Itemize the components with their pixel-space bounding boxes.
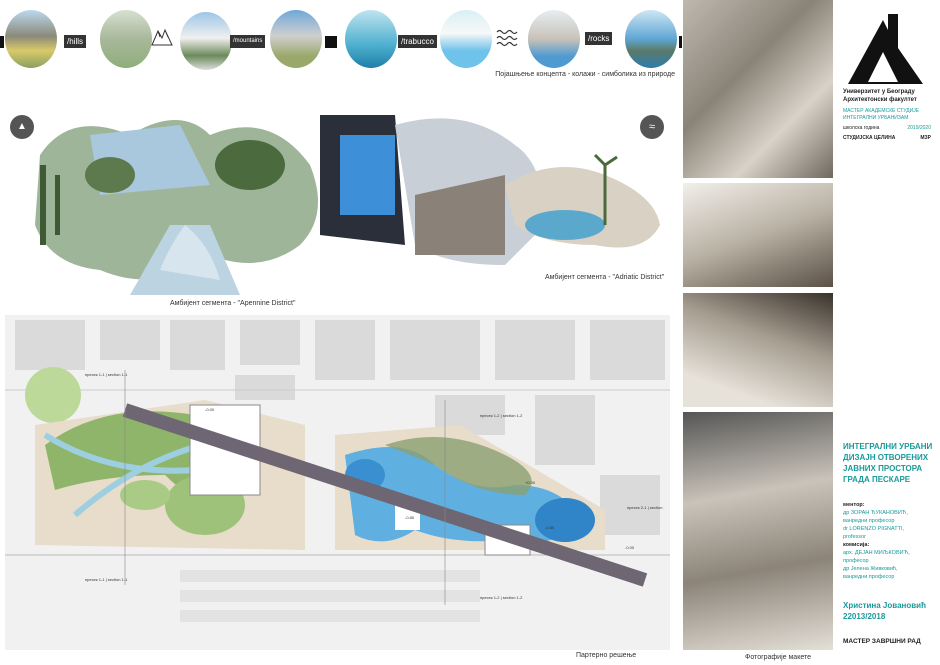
photos-caption: Фотографије макете [745, 654, 812, 661]
concept-caption: Појашњење концепта - колажи - симболика … [495, 71, 675, 78]
adriatic-collage: ≈ [315, 105, 670, 275]
school-year: 2019/2020 [907, 125, 931, 131]
unit-row: СТУДИЈСКА ЦЕЛИНА МЗР [843, 134, 931, 142]
unit-label: СТУДИЈСКА ЦЕЛИНА [843, 135, 896, 141]
committee-line: ванредни професор [843, 574, 895, 580]
waves-icon [496, 28, 518, 48]
level-mark: -0.00 [205, 407, 215, 412]
committee-label: комисија: [843, 542, 870, 548]
committee-line: арх. ДЕЈАН МИЉКОВИЋ, [843, 550, 910, 556]
collage-image [625, 10, 677, 68]
mentor-line: dr LORENZO PIGNATTI, [843, 526, 905, 532]
level-mark: +0.00 [525, 480, 536, 485]
section-label: пресек 1-2 | section 1-2 [480, 413, 523, 418]
student-id: 22013/2018 [843, 612, 886, 621]
mountains-icon: ▲ [10, 115, 34, 139]
student: Христина Јовановић 22013/2018 [843, 600, 926, 622]
model-photo [683, 412, 833, 650]
faculty-logo [843, 12, 928, 87]
tag-rocks: /rocks [585, 32, 613, 45]
program-line: ИНТЕГРАЛНИ УРБАНИЗАМ [843, 115, 909, 121]
program: МАСТЕР АКАДЕМСКЕ СТУДИЈЕ ИНТЕГРАЛНИ УРБА… [843, 108, 919, 122]
mentor-line: др ЗОРАН ЂУКАНОВИЋ, [843, 510, 909, 516]
program-line: МАСТЕР АКАДЕМСКЕ СТУДИЈЕ [843, 108, 920, 114]
section-label: пресек 1-1 | section 1-1 [85, 577, 128, 582]
committee-line: професор [843, 558, 869, 564]
level-mark: -0.00 [625, 545, 635, 550]
student-name: Христина Јовановић [843, 601, 926, 610]
level-mark: -0.80 [545, 525, 555, 530]
collage-image [5, 10, 57, 68]
section-label: пресек 1-2 | section 1-2 [480, 595, 523, 600]
model-photo [683, 293, 833, 407]
tag-trabucco: /trabucco [398, 35, 437, 48]
title-line: ГРАДА ПЕСКАРЕ [843, 475, 911, 484]
section-label: пресек 1-1 | section 1-1 [85, 372, 128, 377]
collage-image [528, 10, 580, 68]
mentor-line: ванредни професор [843, 518, 895, 524]
model-photo [683, 183, 833, 287]
apennine-collage: ▲ [10, 105, 340, 300]
school-year-row: школска година 2019/2020 [843, 124, 931, 132]
model-photo [683, 0, 833, 178]
university-name: Универзитет у Београду Архитектонски фак… [843, 88, 917, 104]
project-title: ИНТЕГРАЛНИ УРБАНИ ДИЗАЈН ОТВОРЕНИХ ЈАВНИ… [843, 441, 932, 485]
site-plan: пресек 1-1 | section 1-1 пресек 1-2 | se… [5, 315, 670, 650]
mentor-line: professor [843, 534, 866, 540]
collage-image [345, 10, 397, 68]
adriatic-caption: Амбијент сегмента - "Adriatic District" [545, 274, 665, 281]
mentors: ментор: др ЗОРАН ЂУКАНОВИЋ, ванредни про… [843, 501, 910, 581]
faculty-line: Архитектонски факултет [843, 97, 917, 103]
mentor-label: ментор: [843, 502, 865, 508]
collage-image [440, 10, 492, 68]
level-mark: -0.80 [405, 515, 415, 520]
collage-image [100, 10, 152, 68]
title-line: ЈАВНИХ ПРОСТОРА [843, 464, 923, 473]
committee-line: др Јелена Живковић, [843, 566, 898, 572]
unit: МЗР [920, 135, 931, 141]
plan-caption: Партерно решење [576, 652, 637, 659]
university-line: Универзитет у Београду [843, 89, 915, 95]
school-year-label: школска година [843, 125, 880, 131]
collage-image [270, 10, 322, 68]
tag-mountains: /mountains [230, 35, 266, 48]
collage-image [180, 12, 232, 70]
waves-icon: ≈ [640, 115, 664, 139]
mountains-icon [151, 28, 173, 46]
section-label: пресек 2-1 | section [627, 505, 663, 510]
title-line: ДИЗАЈН ОТВОРЕНИХ [843, 453, 929, 462]
title-line: ИНТЕГРАЛНИ УРБАНИ [843, 442, 933, 451]
apennine-caption: Амбијент сегмента - "Apennine District" [170, 300, 296, 307]
tag-hills: /hills [64, 35, 87, 48]
thesis-type: МАСТЕР ЗАВРШНИ РАД [843, 638, 921, 645]
